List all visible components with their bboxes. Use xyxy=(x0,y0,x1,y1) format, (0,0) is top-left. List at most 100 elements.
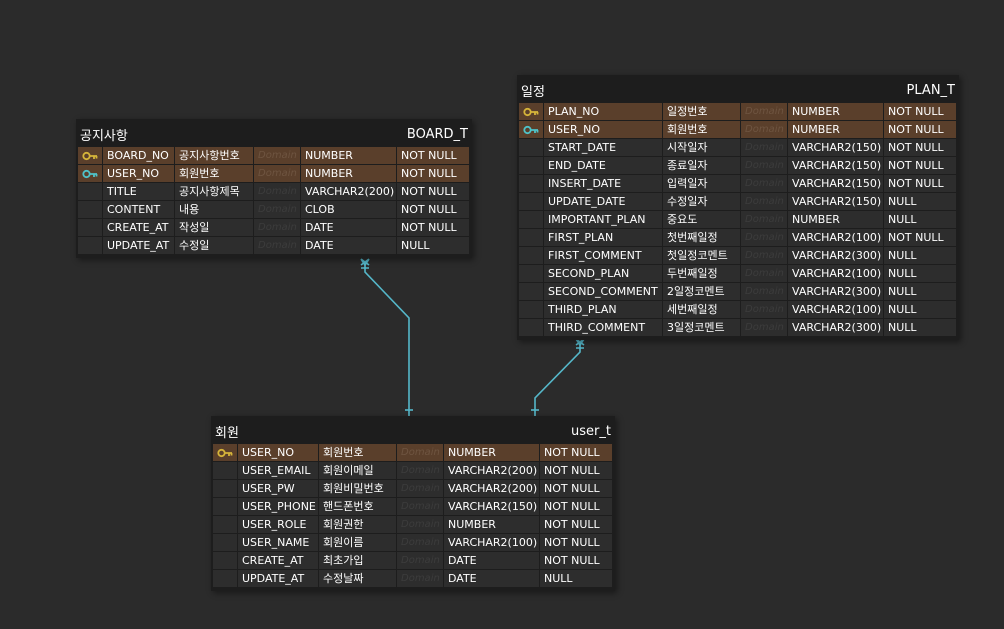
entity-header[interactable]: 일정 PLAN_T xyxy=(519,75,957,103)
column-type: NUMBER xyxy=(444,516,539,533)
column-nullable: NOT NULL xyxy=(884,157,956,174)
column-type: NUMBER xyxy=(301,147,396,164)
column-type: NUMBER xyxy=(788,211,883,228)
column-name: SECOND_COMMENT xyxy=(544,283,662,300)
column-domain: Domain xyxy=(254,201,300,218)
column-domain: Domain xyxy=(254,147,300,164)
column-domain: Domain xyxy=(741,301,787,318)
column-nullable: NOT NULL xyxy=(540,552,612,569)
key-cell xyxy=(519,157,543,174)
column-type: VARCHAR2(300) xyxy=(788,319,883,336)
column-type: NUMBER xyxy=(444,444,539,461)
key-cell xyxy=(213,462,237,479)
column-domain: Domain xyxy=(254,165,300,182)
column-type: NUMBER xyxy=(788,121,883,138)
column-logical-name: 입력일자 xyxy=(663,175,740,192)
column-type: VARCHAR2(200) xyxy=(301,183,396,200)
column-name: FIRST_PLAN xyxy=(544,229,662,246)
column-type: NUMBER xyxy=(301,165,396,182)
entity-logical-name: 일정 xyxy=(521,84,545,100)
column-domain: Domain xyxy=(397,570,443,587)
column-domain: Domain xyxy=(741,265,787,282)
column-type: VARCHAR2(100) xyxy=(444,534,539,551)
column-type: CLOB xyxy=(301,201,396,218)
entity-physical-name: PLAN_T xyxy=(906,82,955,98)
entity-physical-name: user_t xyxy=(571,423,611,439)
column-name: USER_NO xyxy=(103,165,174,182)
column-domain: Domain xyxy=(254,219,300,236)
relationship-user-plan[interactable] xyxy=(531,338,585,416)
column-nullable: NOT NULL xyxy=(884,229,956,246)
column-domain: Domain xyxy=(397,516,443,533)
column-type: VARCHAR2(200) xyxy=(444,480,539,497)
pk-key-icon xyxy=(213,444,237,461)
column-logical-name: 2일정코멘트 xyxy=(663,283,740,300)
column-type: DATE xyxy=(301,219,396,236)
relationship-user-board[interactable] xyxy=(360,258,413,416)
column-name: CREATE_AT xyxy=(103,219,174,236)
relationship-line xyxy=(364,262,410,416)
key-cell xyxy=(519,229,543,246)
key-cell xyxy=(519,139,543,156)
column-logical-name: 회원번호 xyxy=(663,121,740,138)
key-cell xyxy=(78,183,102,200)
key-cell xyxy=(78,219,102,236)
column-logical-name: 공지사항번호 xyxy=(175,147,253,164)
key-cell xyxy=(78,201,102,218)
column-nullable: NOT NULL xyxy=(540,516,612,533)
column-type: VARCHAR2(300) xyxy=(788,283,883,300)
column-domain: Domain xyxy=(254,237,300,254)
column-domain: Domain xyxy=(741,193,787,210)
column-logical-name: 회원권한 xyxy=(319,516,396,533)
column-domain: Domain xyxy=(741,319,787,336)
column-type: VARCHAR2(150) xyxy=(788,139,883,156)
column-nullable: NULL xyxy=(884,193,956,210)
column-name: TITLE xyxy=(103,183,174,200)
column-logical-name: 두번째일정 xyxy=(663,265,740,282)
column-logical-name: 핸드폰번호 xyxy=(319,498,396,515)
column-nullable: NULL xyxy=(884,283,956,300)
column-name: IMPORTANT_PLAN xyxy=(544,211,662,228)
column-name: USER_NO xyxy=(238,444,318,461)
column-logical-name: 내용 xyxy=(175,201,253,218)
column-type: VARCHAR2(100) xyxy=(788,265,883,282)
column-logical-name: 수정일자 xyxy=(663,193,740,210)
fk-key-icon xyxy=(519,121,543,138)
column-name: INSERT_DATE xyxy=(544,175,662,192)
column-name: USER_EMAIL xyxy=(238,462,318,479)
column-logical-name: 첫일정코멘트 xyxy=(663,247,740,264)
